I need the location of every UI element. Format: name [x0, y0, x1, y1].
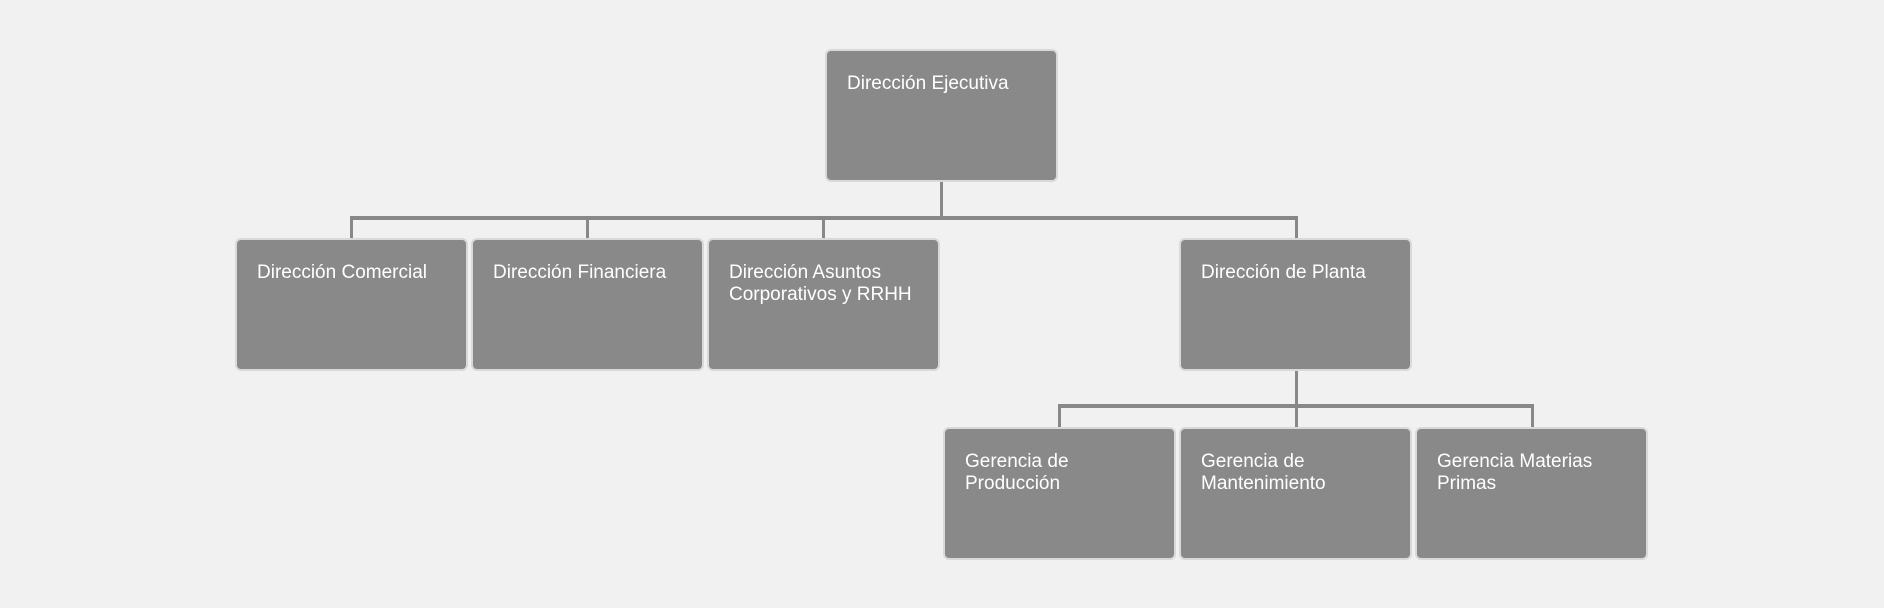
connector-to-comercial — [350, 216, 353, 239]
node-direccion-de-planta[interactable]: Dirección de Planta — [1179, 238, 1412, 371]
connector-executive-down — [940, 180, 943, 217]
node-gerencia-materias-primas[interactable]: Gerencia Materias Primas — [1415, 427, 1648, 560]
node-label: Gerencia de Producción — [965, 451, 1069, 494]
node-gerencia-produccion[interactable]: Gerencia de Producción — [943, 427, 1176, 560]
connector-to-materias-primas — [1531, 404, 1534, 428]
node-label: Gerencia de Mantenimiento — [1201, 451, 1326, 494]
connector-to-asuntos-corporativos — [822, 216, 825, 239]
node-label: Dirección Ejecutiva — [847, 73, 1009, 94]
node-label: Dirección Financiera — [493, 262, 667, 283]
node-label: Dirección Comercial — [257, 262, 427, 283]
node-label: Dirección de Planta — [1201, 262, 1366, 283]
node-label: Dirección Asuntos Corporativos y RRHH — [729, 262, 912, 305]
connector-to-mantenimiento — [1295, 404, 1298, 428]
connector-to-produccion — [1058, 404, 1061, 428]
node-direccion-asuntos-corporativos[interactable]: Dirección Asuntos Corporativos y RRHH — [707, 238, 940, 371]
node-direccion-comercial[interactable]: Dirección Comercial — [235, 238, 468, 371]
connector-planta-down — [1295, 370, 1298, 406]
node-gerencia-mantenimiento[interactable]: Gerencia de Mantenimiento — [1179, 427, 1412, 560]
connector-to-planta — [1295, 216, 1298, 239]
node-direccion-ejecutiva[interactable]: Dirección Ejecutiva — [825, 49, 1058, 182]
node-direccion-financiera[interactable]: Dirección Financiera — [471, 238, 704, 371]
node-label: Gerencia Materias Primas — [1437, 451, 1593, 494]
connector-to-financiera — [586, 216, 589, 239]
